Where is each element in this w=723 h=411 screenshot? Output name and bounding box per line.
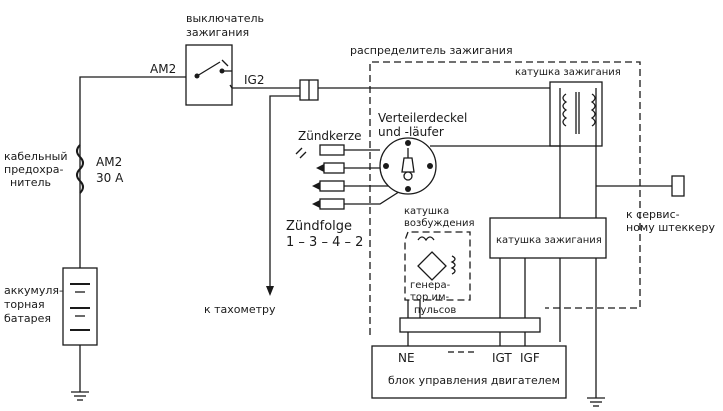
spark-plug-3 [312, 180, 397, 192]
harness-bar [399, 317, 541, 346]
firing-order-label-2: 1 – 3 – 4 – 2 [286, 235, 363, 250]
excitation-coil-label-1: катушка [404, 206, 449, 217]
fuse-am2-label: AM2 [96, 155, 122, 169]
ground-battery [71, 345, 89, 401]
ground-ecu [587, 348, 605, 407]
ignition-switch-label-1: выключатель [186, 12, 264, 25]
distributor-housing [369, 61, 641, 335]
igniter [489, 217, 607, 348]
distributor-cap-rotor [379, 137, 437, 195]
spark-plug-label: Zündkerze [298, 129, 362, 143]
service-label-2: ному штеккеру [626, 221, 716, 234]
firing-order-label-1: Zündfolge [286, 219, 352, 234]
ignition-coil-top-label: катушка зажигания [515, 67, 621, 78]
pulse-gen-label-3: пульсов [414, 305, 456, 316]
battery-label-2: торная [4, 298, 45, 311]
engine-control-unit [371, 345, 567, 399]
service-connector [671, 175, 685, 197]
battery-label-1: аккумуля- [4, 284, 63, 297]
service-label-1: к сервис- [626, 208, 680, 221]
igniter-label: катушка зажигания [496, 235, 602, 246]
pulse-gen-label-2: тор им- [410, 292, 450, 303]
spark-plug-2 [316, 162, 385, 174]
supply-wiring [79, 76, 560, 296]
excitation-coil-label-2: возбуждения [404, 218, 475, 229]
ig2-label: IG2 [244, 73, 264, 87]
spark-plug-1 [295, 144, 380, 159]
ecu-label: блок управления двигателем [388, 374, 560, 387]
battery-label-3: батарея [4, 312, 51, 325]
pin-ne-label: NE [398, 351, 415, 365]
pin-igf-label: IGF [520, 351, 540, 365]
connector [299, 79, 319, 101]
fuse-am2-30a [76, 144, 84, 194]
cap-rotor-label-1: Verteilerdeckel [378, 111, 467, 125]
spark-plug-4 [312, 187, 406, 210]
pulse-generator [404, 231, 471, 318]
cap-rotor-label-2: und -läufer [378, 125, 444, 139]
fuse-label-3: нитель [10, 176, 51, 189]
labels: выключатель зажигания AM2 IG2 распредели… [4, 12, 716, 387]
pulse-gen-label-1: генера- [410, 280, 451, 291]
tachometer-label: к тахометру [204, 303, 276, 316]
fuse-label-1: кабельный [4, 150, 67, 163]
pin-igt-label: IGT [492, 351, 512, 365]
coil-to-igniter-wiring [559, 146, 672, 218]
fuse-amp-label: 30 A [96, 171, 124, 185]
ignition-coil-top [430, 81, 603, 147]
ignition-switch-label-2: зажигания [186, 26, 249, 39]
distributor-label: распределитель зажигания [350, 44, 513, 57]
fuse-label-2: предохра- [4, 163, 64, 176]
battery [62, 267, 98, 346]
spark-plugs [295, 144, 406, 210]
ignition-switch [185, 44, 233, 106]
am2-top-label: AM2 [150, 62, 176, 76]
